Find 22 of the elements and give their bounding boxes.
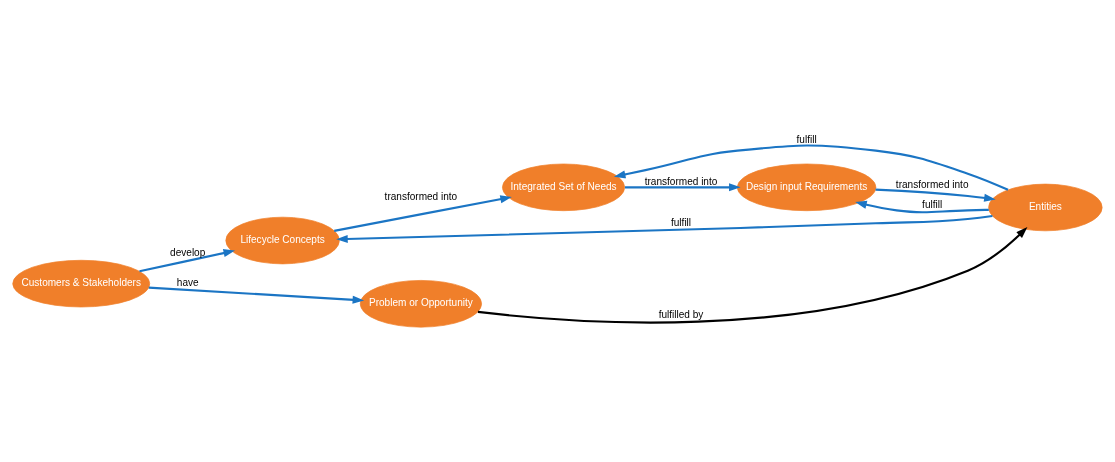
arrow bbox=[148, 286, 365, 304]
edge-label: fulfilled by bbox=[658, 309, 704, 321]
arrow bbox=[613, 144, 1009, 191]
edge-label: fulfill bbox=[796, 133, 817, 145]
node-ellipse: Entities bbox=[988, 183, 1103, 232]
edge-label: fulfill bbox=[922, 198, 943, 210]
edge-label: have bbox=[176, 276, 199, 288]
node-ellipse: Lifecycle Concepts bbox=[225, 216, 340, 265]
arrow bbox=[336, 214, 993, 244]
arrow bbox=[334, 195, 512, 232]
arrow bbox=[855, 200, 989, 214]
edge-label: transformed into bbox=[644, 175, 718, 187]
node-ellipse: Problem or Opportunity bbox=[359, 280, 482, 328]
node-ellipse: Customers & Stakeholders bbox=[12, 259, 151, 308]
edge-label: transformed into bbox=[895, 179, 969, 191]
arrow bbox=[139, 249, 236, 273]
edge-label: develop bbox=[170, 246, 206, 258]
edge-label: transformed into bbox=[384, 191, 458, 203]
arrow bbox=[875, 188, 996, 202]
arrow bbox=[624, 183, 741, 192]
arrow bbox=[477, 227, 1028, 324]
edge-label: fulfill bbox=[670, 217, 692, 229]
